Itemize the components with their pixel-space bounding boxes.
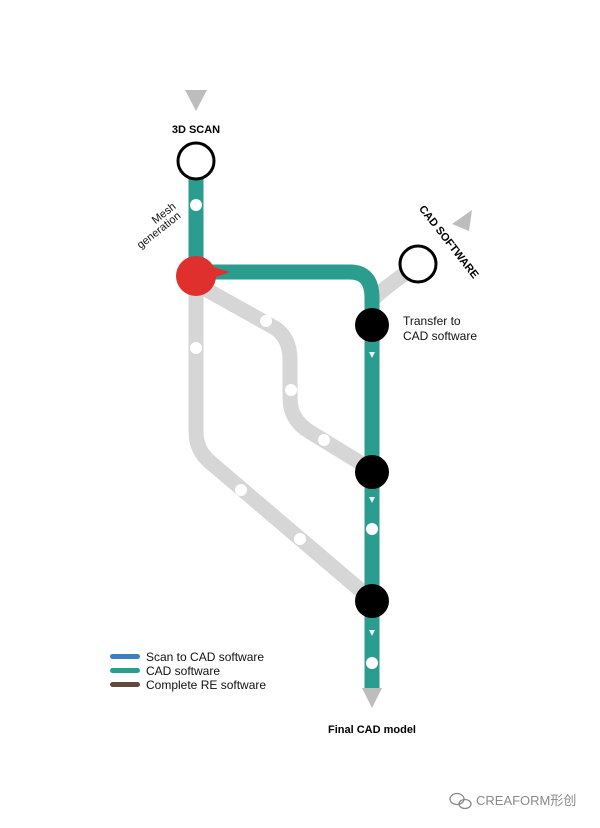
teal-route-main: [196, 264, 380, 688]
legend-label-cad: CAD software: [146, 664, 220, 678]
transfer-station: [355, 308, 389, 342]
junction-station: [355, 584, 389, 618]
final-arrow-icon: [362, 688, 382, 708]
legend-swatch-scan-to-cad: [110, 654, 140, 659]
scan-label: 3D SCAN: [172, 124, 220, 136]
legend-label-scan-to-cad: Scan to CAD software: [146, 650, 264, 664]
transfer-label-line2: CAD software: [403, 329, 477, 343]
stop-dot: [366, 657, 378, 669]
stop-dot: [294, 533, 306, 545]
cad-arrow-icon: [452, 210, 472, 231]
wechat-icon: [449, 792, 472, 810]
stop-dot: [260, 315, 272, 327]
stop-dot: [190, 342, 202, 354]
legend: Scan to CAD software CAD software Comple…: [110, 650, 266, 692]
stop-dot: [318, 434, 330, 446]
gray-route-left: [188, 267, 380, 608]
legend-label-complete-re: Complete RE software: [146, 678, 266, 692]
legend-swatch-cad: [110, 668, 140, 673]
start-arrow-icon: [185, 90, 207, 111]
cad-software-station: [398, 244, 438, 284]
stop-dot: [235, 484, 247, 496]
direction-arrow: [369, 630, 375, 636]
scan-station: [176, 141, 216, 181]
mesh-generation-station: [176, 256, 216, 296]
watermark-text: CREAFORM形创: [476, 793, 576, 808]
stop-dot: [366, 523, 378, 535]
direction-arrow: [369, 352, 375, 358]
legend-swatch-complete-re: [110, 682, 140, 687]
direction-arrow: [369, 497, 375, 503]
transfer-label-line1: Transfer to: [403, 314, 461, 328]
stop-dot: [285, 384, 297, 396]
junction-station: [355, 455, 389, 489]
watermark: CREAFORM形创: [449, 792, 576, 810]
final-label: Final CAD model: [328, 724, 416, 736]
stop-dot: [190, 199, 202, 211]
gray-route-middle: [190, 277, 380, 478]
